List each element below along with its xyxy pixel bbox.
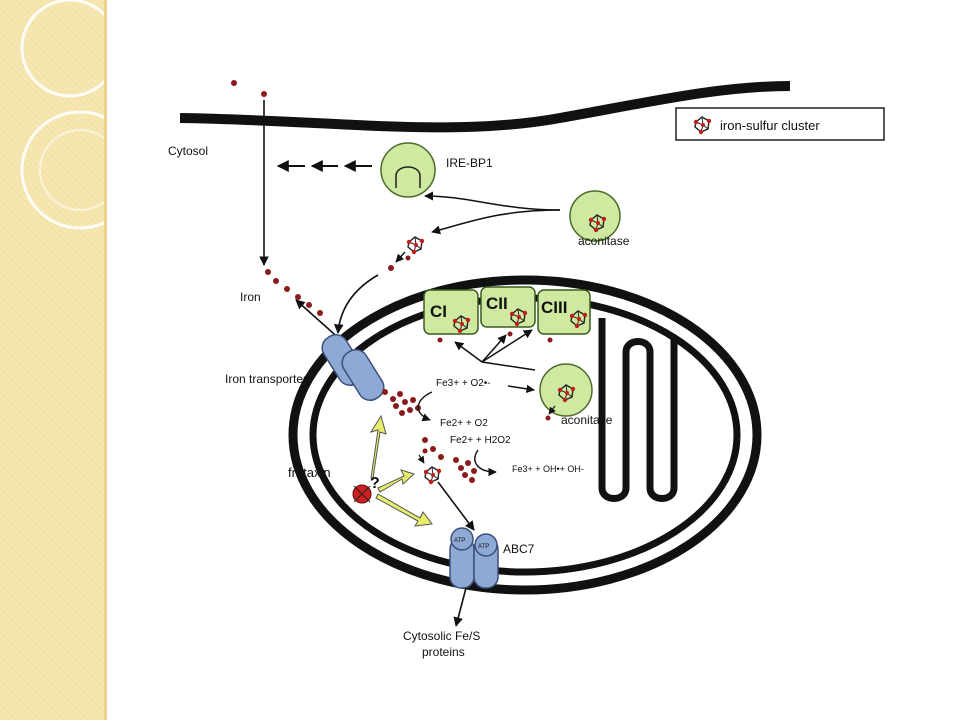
complex-ii-label: CII (486, 294, 508, 313)
ire-bp1-label: IRE-BP1 (446, 156, 493, 170)
aconitase-cytosol (569, 190, 621, 242)
frataxin-arrows (369, 414, 433, 527)
aconitase-split-arrow-down (431, 209, 561, 235)
reaction1-arrow (417, 391, 433, 422)
complex-iii-label: CIII (541, 298, 567, 317)
atp-label-1: ATP (454, 538, 465, 544)
abc7-export-arrow (453, 587, 467, 627)
abc7-transporter: ATP ATP (449, 527, 499, 589)
mitochondrial-iron-dots (382, 389, 477, 483)
legend: iron-sulfur cluster (675, 107, 885, 141)
cytosolic-iron-dots (231, 80, 394, 316)
fes-release-arrow (395, 251, 406, 263)
frataxin-question-mark: ? (370, 475, 380, 492)
complex-ii: CII (480, 286, 536, 328)
complex-i-label: CI (430, 302, 447, 321)
frataxin-label: frataxin (288, 465, 331, 480)
cell-membrane (179, 81, 791, 133)
reaction2-arrow (474, 449, 497, 477)
aconitase-mito-label: aconitase (561, 413, 613, 427)
reaction1-top: Fe3+ + O2•- (436, 378, 491, 389)
iron-label: Iron (240, 290, 261, 304)
iron-transporter (321, 333, 385, 402)
fes-to-abc7-arrow (437, 481, 475, 531)
reaction1-bottom: Fe2+ + O2 (440, 418, 488, 429)
aconitase-cytosol-label: aconitase (578, 234, 630, 248)
atp-label-2: ATP (478, 544, 489, 550)
aconitase-mitochondria (539, 363, 593, 417)
iron-to-transporter-arrow (333, 274, 379, 334)
abc7-label: ABC7 (503, 542, 535, 556)
reaction2-bottom: Fe3+ + OH•+ OH- (512, 464, 584, 474)
to-mito-aconitase-arrow (507, 384, 535, 394)
complex-iii: CIII (537, 289, 591, 335)
complex-convergence-arrows (454, 329, 536, 371)
cytosol-label: Cytosol (168, 144, 208, 158)
cytosolic-fes-line1: Cytosolic Fe/S (403, 629, 480, 643)
ire-bp1-protein (380, 142, 436, 198)
legend-label: iron-sulfur cluster (720, 118, 820, 133)
cytosolic-fes-line2: proteins (422, 645, 465, 659)
released-fes-cluster (406, 236, 425, 255)
crista (598, 318, 678, 502)
complex-i: CI (423, 289, 479, 335)
decorative-side-band (0, 0, 140, 720)
frataxin-protein (352, 484, 372, 504)
aconitase-split-arrow-up (424, 191, 561, 211)
band-edge (104, 0, 107, 720)
reaction2-top: Fe2+ + H2O2 (450, 435, 511, 446)
iron-transporter-label: Iron transporter (225, 372, 307, 386)
